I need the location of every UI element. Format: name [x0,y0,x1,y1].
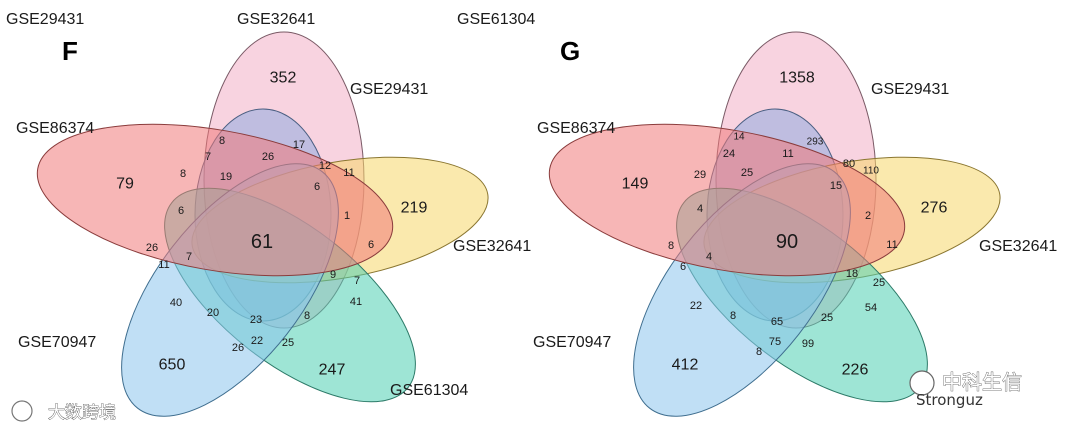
region-value: 8 [668,240,674,252]
region-value: 18 [846,268,858,280]
venn-panel-g: G GSE29431 GSE86374 GSE32641 GSE70947 13… [533,31,1057,417]
region-value: 7 [205,151,211,163]
panel-title-f: F [62,36,78,66]
region-value: 75 [769,336,781,348]
set-label-g-gse32641: GSE32641 [979,238,1057,255]
region-value: 22 [690,300,702,312]
region-value: 219 [401,200,428,217]
region-value: 65 [771,316,783,328]
region-value: 6 [314,181,320,193]
region-value: 23 [250,314,262,326]
region-value: 29 [694,169,706,181]
region-value: 8 [304,310,310,322]
region-value: 8 [756,346,762,358]
region-value: 650 [159,357,186,374]
region-value: 149 [622,176,649,193]
top-label-gse29431: GSE29431 [6,11,84,28]
region-value: 110 [863,166,879,177]
region-value: 15 [830,180,842,192]
region-value: 90 [776,231,798,253]
venn-panel-f: F GSE29431 GSE86374 GSE32641 GSE70947 GS… [16,31,531,417]
ellipse-f-red [36,123,394,277]
region-value: 8 [730,310,736,322]
region-value: 6 [178,205,184,217]
region-value: 6 [680,261,686,273]
region-value: 41 [350,296,362,308]
region-value: 2 [865,210,871,222]
panel-title-g: G [560,36,580,66]
region-value: 4 [697,203,703,215]
region-value: 247 [319,362,346,379]
region-value: 24 [723,148,735,160]
region-value: 11 [782,148,793,160]
weibo-logo-icon [11,400,33,422]
region-value: 276 [921,200,948,217]
region-value: 11 [158,259,169,271]
region-value: 19 [220,171,232,183]
region-value: 12 [319,160,331,172]
region-value: 25 [873,277,885,289]
region-value: 26 [232,342,244,354]
set-label-f-gse29431: GSE29431 [350,81,428,98]
top-label-gse61304: GSE61304 [457,11,535,28]
region-value: 7 [186,251,192,263]
region-value: 226 [842,362,869,379]
region-value: 17 [293,139,305,151]
region-value: 1 [344,210,350,222]
region-value: 6 [368,239,374,251]
ellipse-g-red [548,123,906,277]
region-value: 61 [251,231,273,253]
top-label-gse32641: GSE32641 [237,11,315,28]
watermark-right: 中科生信 Stronguz [909,370,1022,409]
wechat-logo-icon [909,370,935,396]
region-value: 79 [116,176,134,193]
region-value: 25 [741,167,753,179]
set-label-g-gse86374: GSE86374 [537,120,615,137]
region-values-f: 352 79 219 650 247 8 17 7 26 12 8 11 19 … [116,70,427,379]
set-label-g-gse70947: GSE70947 [533,334,611,351]
region-value: 352 [270,70,297,87]
watermark-left: 大数跨境 [11,400,116,423]
region-values-g: 1358 149 276 412 226 14 293 24 11 80 110… [622,70,948,379]
set-label-f-gse32641: GSE32641 [453,238,531,255]
region-value: 4 [706,251,712,263]
region-value: 8 [180,168,186,180]
watermark-right-en: Stronguz [916,391,983,409]
region-value: 7 [354,275,360,287]
region-value: 1358 [779,70,815,87]
set-label-f-gse86374: GSE86374 [16,120,94,137]
watermark-right-cn: 中科生信 [942,370,1022,394]
watermark-left-text: 大数跨境 [48,403,116,423]
region-value: 25 [821,312,833,324]
region-value: 11 [886,239,897,251]
region-value: 99 [802,338,814,350]
region-value: 54 [865,302,877,314]
set-label-f-gse61304: GSE61304 [390,382,468,399]
region-value: 40 [170,297,182,309]
region-value: 20 [207,307,219,319]
region-value: 293 [807,137,824,148]
region-value: 14 [733,132,745,143]
set-label-g-gse29431: GSE29431 [871,81,949,98]
region-value: 25 [282,337,294,349]
region-value: 26 [262,151,274,163]
region-value: 26 [146,242,158,254]
region-value: 11 [343,167,354,179]
region-value: 8 [219,135,225,147]
region-value: 22 [251,335,263,347]
region-value: 80 [843,158,855,170]
region-value: 9 [330,269,336,281]
set-label-f-gse70947: GSE70947 [18,334,96,351]
region-value: 412 [672,357,699,374]
